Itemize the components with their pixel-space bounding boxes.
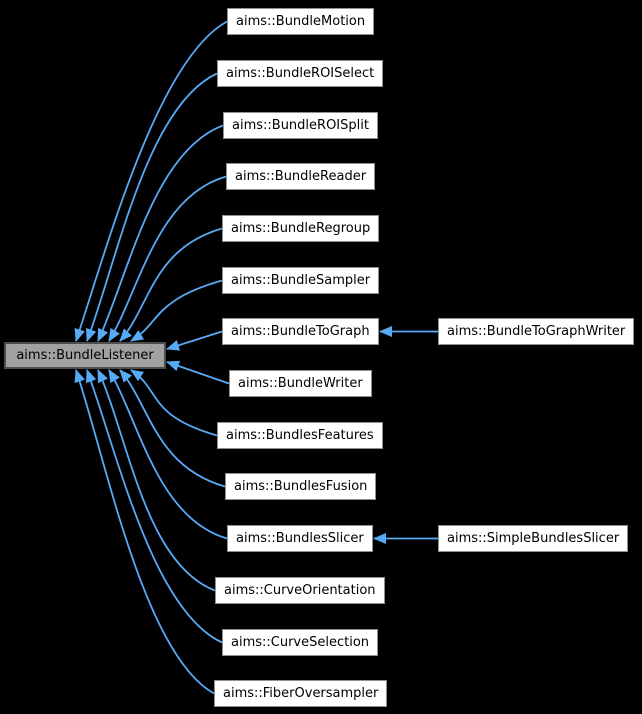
base-class-node-aims-bundlelistener: aims::BundleListener bbox=[4, 342, 166, 369]
inheritance-edge bbox=[119, 227, 223, 342]
inheritance-edge bbox=[108, 175, 227, 342]
class-node-aims-fiberoversampler[interactable]: aims::FiberOversampler bbox=[214, 680, 388, 707]
inheritance-edge bbox=[85, 369, 223, 644]
inheritance-edge bbox=[74, 369, 215, 695]
inheritance-edge bbox=[166, 330, 223, 351]
inheritance-edge bbox=[97, 369, 216, 592]
inheritance-edge bbox=[74, 20, 228, 342]
inheritance-edge bbox=[108, 369, 228, 540]
inheritance-edge bbox=[130, 279, 223, 342]
class-node-aims-bundleroisplit[interactable]: aims::BundleROISplit bbox=[223, 112, 378, 139]
class-node-aims-bundlereader[interactable]: aims::BundleReader bbox=[226, 163, 376, 190]
class-node-aims-curveorientation[interactable]: aims::CurveOrientation bbox=[215, 577, 385, 604]
class-node-aims-bundleregroup[interactable]: aims::BundleRegroup bbox=[222, 215, 380, 242]
class-node-aims-simplebundlesslicer[interactable]: aims::SimpleBundlesSlicer bbox=[438, 525, 629, 552]
class-node-aims-bundletographwriter[interactable]: aims::BundleToGraphWriter bbox=[438, 318, 635, 345]
inheritance-edge bbox=[119, 369, 226, 488]
class-node-aims-bundlesslicer[interactable]: aims::BundlesSlicer bbox=[227, 525, 373, 552]
class-node-aims-bundlesfeatures[interactable]: aims::BundlesFeatures bbox=[217, 422, 383, 449]
class-node-aims-bundlewriter[interactable]: aims::BundleWriter bbox=[229, 370, 372, 397]
inheritance-edge bbox=[97, 124, 224, 342]
class-node-aims-bundlesampler[interactable]: aims::BundleSampler bbox=[222, 267, 380, 294]
class-node-aims-bundletograph[interactable]: aims::BundleToGraph bbox=[222, 318, 379, 345]
inheritance-edge bbox=[130, 369, 218, 437]
class-node-aims-bundleroiselect[interactable]: aims::BundleROISelect bbox=[217, 60, 384, 87]
class-node-aims-curveselection[interactable]: aims::CurveSelection bbox=[222, 629, 379, 656]
class-node-aims-bundlesfusion[interactable]: aims::BundlesFusion bbox=[225, 473, 377, 500]
class-node-aims-bundlemotion[interactable]: aims::BundleMotion bbox=[227, 8, 375, 35]
inheritance-edge bbox=[166, 360, 230, 385]
inheritance-edge bbox=[86, 72, 218, 342]
